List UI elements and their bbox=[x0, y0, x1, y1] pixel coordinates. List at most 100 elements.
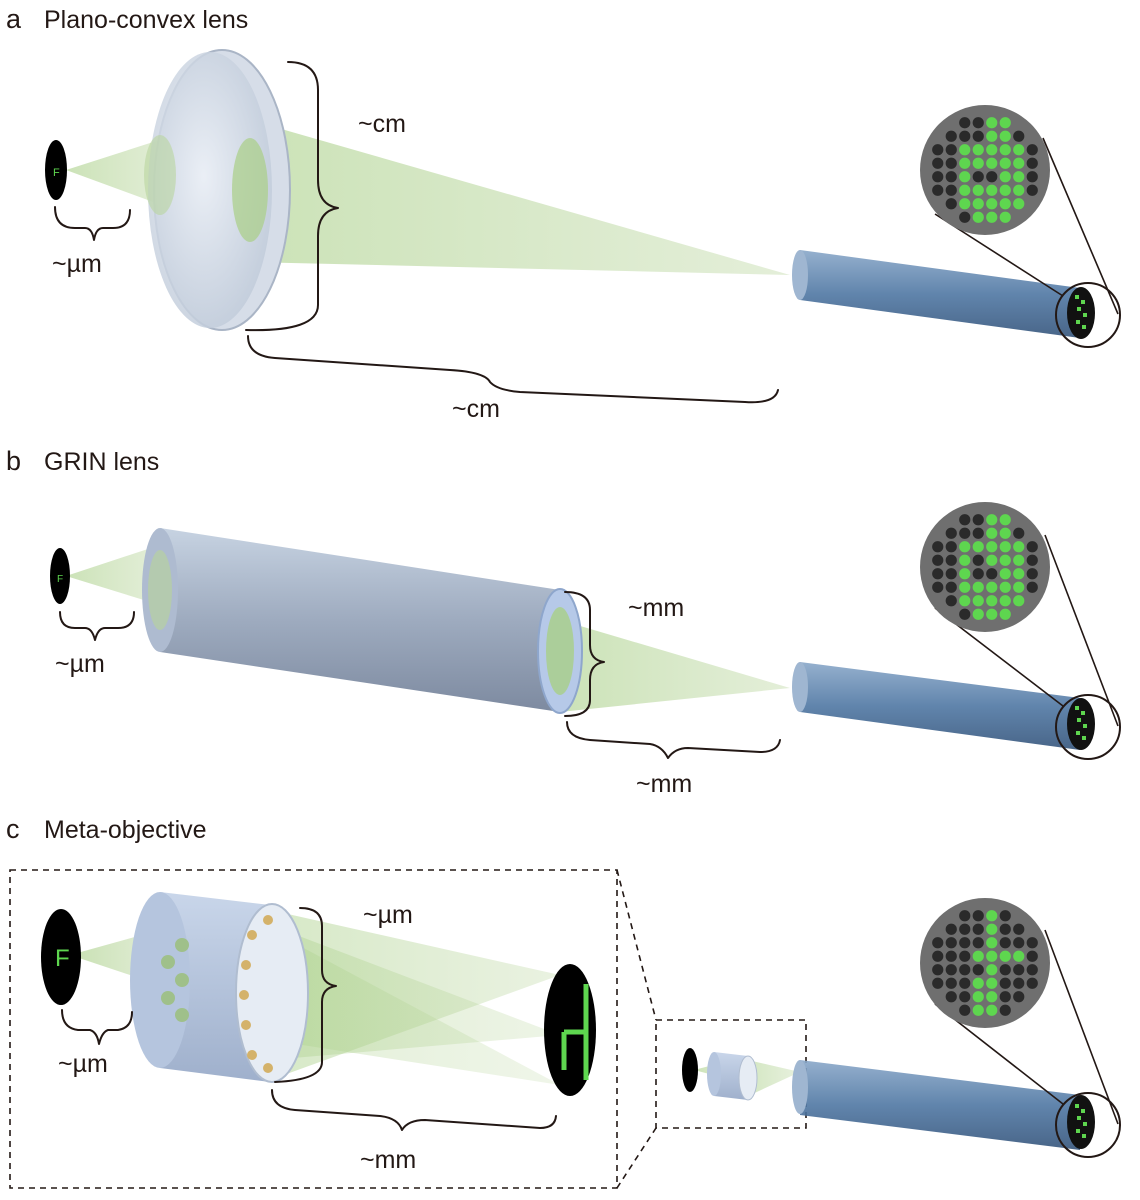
lens-height-label: ~µm bbox=[363, 901, 413, 929]
object-glyph: F bbox=[55, 945, 70, 972]
fiber-core-pixel bbox=[986, 595, 998, 607]
object-gap-label: ~µm bbox=[58, 1050, 108, 1078]
fiber-core-pixel bbox=[972, 144, 984, 156]
fiber-core-pixel bbox=[959, 171, 971, 183]
fiber-core-pixel bbox=[999, 171, 1011, 183]
fiber-core-pixel bbox=[986, 527, 998, 539]
fiber-core-pixel bbox=[986, 1004, 998, 1016]
object-icon bbox=[45, 140, 67, 200]
fiber-core-pixel bbox=[1013, 568, 1025, 580]
fiber-core-pixel bbox=[932, 568, 944, 580]
fiber-core-pixel bbox=[972, 937, 984, 949]
fiber-core-pixel bbox=[945, 923, 957, 935]
fiber-core-pixel bbox=[1026, 554, 1038, 566]
object-icon bbox=[682, 1048, 698, 1092]
fiber-core-pixel bbox=[1026, 581, 1038, 593]
fiber-core-pixel bbox=[986, 923, 998, 935]
fiber-core-pixel bbox=[999, 991, 1011, 1003]
zoom-leader-2 bbox=[1044, 534, 1119, 727]
fiber-core-pixel bbox=[972, 581, 984, 593]
fiber-core-pixel bbox=[972, 157, 984, 169]
magnifier-icon bbox=[920, 502, 1050, 632]
fiber-core-pixel bbox=[1026, 171, 1038, 183]
object-icon bbox=[50, 548, 70, 604]
fiber-core-pixel bbox=[972, 184, 984, 196]
fiber-core-pixel bbox=[959, 991, 971, 1003]
fiber-core-pixel bbox=[959, 581, 971, 593]
fiber-core-pixel bbox=[945, 964, 957, 976]
fiber-core-pixel bbox=[999, 608, 1011, 620]
lens-exit-spot bbox=[232, 138, 268, 242]
fiber-core-pixel bbox=[999, 117, 1011, 129]
fiber-core-pixel bbox=[999, 198, 1011, 210]
zoom-circle bbox=[1055, 1092, 1121, 1158]
fiber-core-pixel bbox=[972, 130, 984, 142]
beam-cone-out bbox=[748, 1060, 800, 1096]
magnifier-icon bbox=[920, 105, 1050, 235]
fiber-core-pixel bbox=[932, 937, 944, 949]
fiber-core-pixel bbox=[999, 923, 1011, 935]
fiber-core-pixel bbox=[1026, 184, 1038, 196]
fiber-core-pixel bbox=[999, 184, 1011, 196]
fiber-core-pixel bbox=[986, 130, 998, 142]
fiber-core-pixel bbox=[1013, 541, 1025, 553]
path-length-label: ~mm bbox=[636, 770, 692, 798]
fiber-bundle-icon bbox=[792, 1060, 1095, 1150]
lens-entry-spot bbox=[144, 135, 176, 215]
fiber-core-pixel bbox=[959, 130, 971, 142]
zoom-leader-2 bbox=[1044, 929, 1119, 1125]
fiber-core-pixel bbox=[1013, 977, 1025, 989]
fiber-core-pixel bbox=[932, 977, 944, 989]
fiber-core-pixel bbox=[986, 991, 998, 1003]
fiber-core-pixel bbox=[986, 144, 998, 156]
fiber-core-pixel bbox=[972, 1004, 984, 1016]
fiber-core-pixel bbox=[932, 950, 944, 962]
fiber-core-pixel bbox=[945, 541, 957, 553]
fiber-end-pixels bbox=[1075, 1104, 1087, 1138]
fiber-core-pixel bbox=[959, 608, 971, 620]
fiber-core-pixel bbox=[999, 581, 1011, 593]
fiber-core-pixel bbox=[1013, 950, 1025, 962]
lens-height-label: ~mm bbox=[628, 594, 684, 622]
object-glyph: F bbox=[53, 167, 60, 179]
fiber-core-pixel bbox=[972, 541, 984, 553]
fiber-core-pixel bbox=[945, 568, 957, 580]
grin-lens-icon bbox=[142, 528, 583, 714]
lens-height-brace bbox=[274, 907, 337, 1083]
fiber-core-pixel bbox=[999, 157, 1011, 169]
fiber-core-pixel bbox=[986, 950, 998, 962]
object-gap-brace bbox=[59, 611, 135, 641]
fiber-core-pixel bbox=[986, 581, 998, 593]
path-length-label: ~mm bbox=[360, 1146, 416, 1174]
fiber-core-pixel bbox=[972, 568, 984, 580]
fiber-core-pixel bbox=[999, 595, 1011, 607]
fiber-core-pixel bbox=[959, 514, 971, 526]
fiber-core-pixel bbox=[959, 923, 971, 935]
fiber-core-pixel bbox=[986, 608, 998, 620]
path-length-brace bbox=[566, 721, 781, 759]
fiber-core-pixel bbox=[986, 541, 998, 553]
fiber-core-pixel bbox=[999, 977, 1011, 989]
object-gap-brace bbox=[61, 1009, 133, 1045]
fiber-core-pixel bbox=[986, 964, 998, 976]
fiber-core-pixel bbox=[945, 581, 957, 593]
panel-b: b GRIN lens F ~µm ~mm ~mm bbox=[6, 446, 1121, 798]
fiber-core-pixel bbox=[1013, 198, 1025, 210]
fiber-core-pixel bbox=[972, 923, 984, 935]
fiber-core-pixel bbox=[986, 910, 998, 922]
zoom-circle bbox=[1055, 282, 1121, 348]
fiber-core-pixel bbox=[986, 977, 998, 989]
fiber-core-pixel bbox=[1026, 950, 1038, 962]
magnifier-icon bbox=[920, 898, 1050, 1028]
fiber-core-pixel bbox=[1026, 977, 1038, 989]
panel-b-letter: b bbox=[6, 446, 21, 476]
fiber-core-pixel bbox=[972, 991, 984, 1003]
fiber-core-pixel bbox=[945, 950, 957, 962]
fiber-core-pixel bbox=[972, 171, 984, 183]
fiber-core-pixel bbox=[945, 554, 957, 566]
fiber-core-pixel bbox=[932, 581, 944, 593]
fiber-core-pixel bbox=[945, 198, 957, 210]
fiber-core-pixel bbox=[972, 554, 984, 566]
fiber-core-pixel bbox=[959, 568, 971, 580]
